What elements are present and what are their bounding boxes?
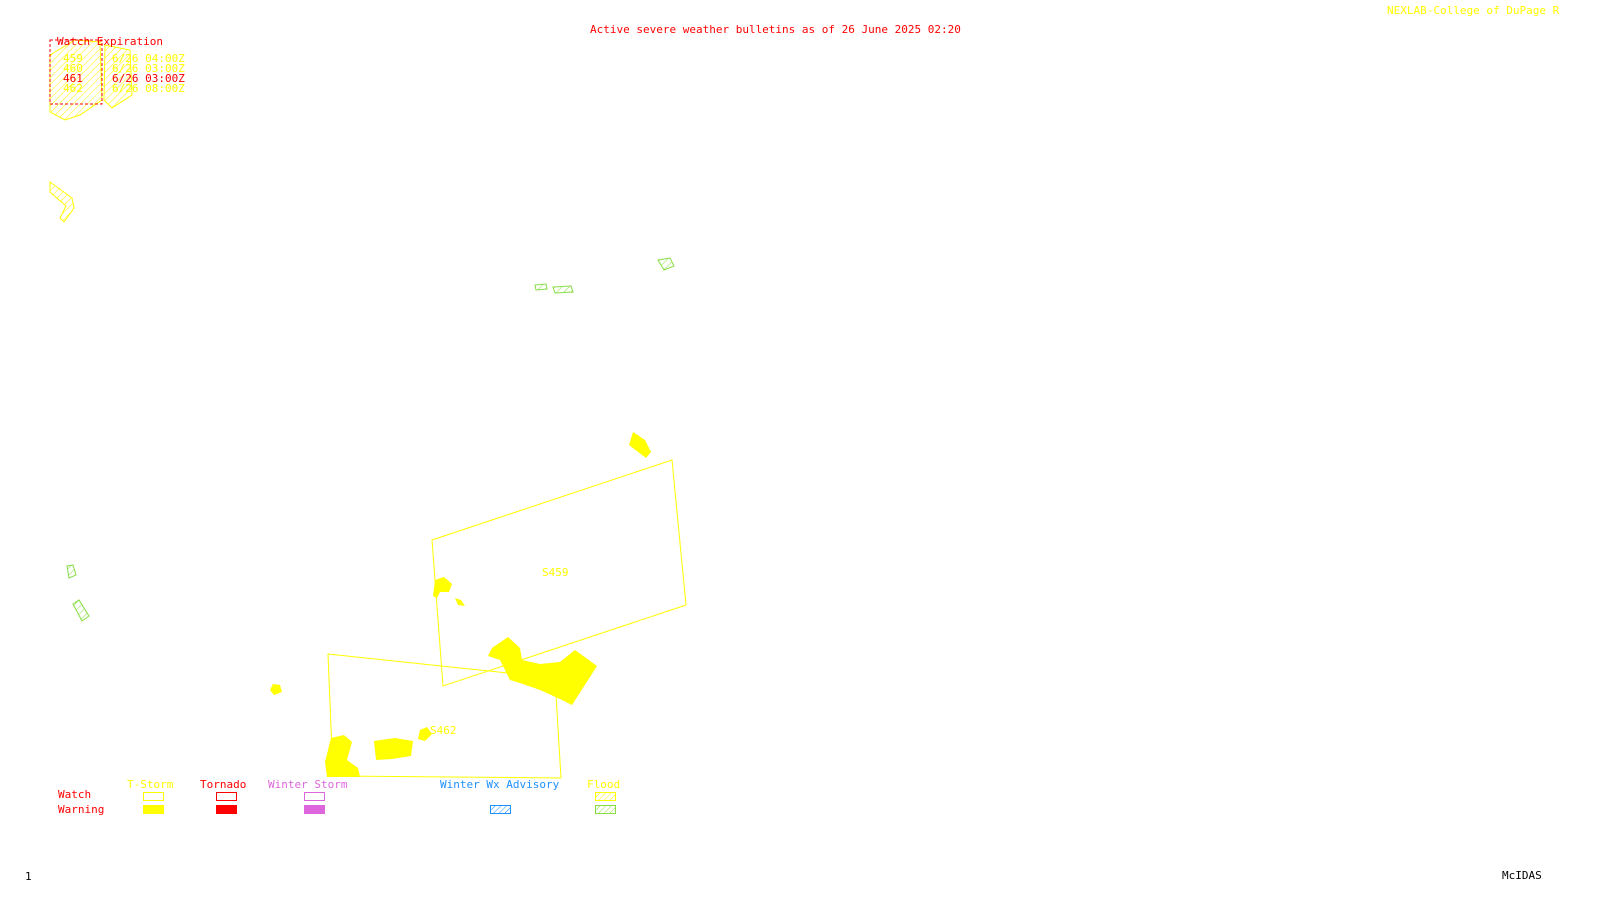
tstorm-warning-4 — [488, 637, 597, 705]
watch-462-outline — [327, 653, 562, 779]
legend-watch-swatch — [595, 792, 616, 801]
legend-watch-swatch — [143, 792, 164, 801]
watch-459-outline — [431, 459, 687, 687]
watch-id: 460 — [63, 62, 83, 75]
legend-category-label: Winter Storm — [268, 778, 348, 791]
watch-expiration-time: 6/26 04:00Z — [112, 52, 185, 65]
legend-warning-swatch — [595, 805, 616, 814]
legend-row-watch: Watch — [58, 788, 92, 801]
flood-warning-3 — [552, 285, 574, 294]
flood-warning-2 — [534, 283, 548, 291]
watch-expiration-time: 6/26 03:00Z — [112, 72, 185, 85]
watch-table-heading: Watch Expiration — [57, 35, 163, 48]
legend-category-label: T-Storm — [127, 778, 174, 791]
watch-id: 461 — [63, 72, 83, 85]
software-label: McIDAS — [1502, 869, 1542, 882]
northwest-watch-area — [49, 39, 133, 121]
tstorm-warning-7 — [374, 738, 413, 760]
tstorm-warning-2 — [433, 577, 452, 598]
tstorm-warning-1 — [629, 432, 651, 458]
tstorm-warning-5 — [270, 684, 282, 695]
tstorm-warning-8 — [418, 727, 432, 741]
watch-expiration-time: 6/26 08:00Z — [112, 82, 185, 95]
tstorm-warning-3 — [455, 598, 465, 606]
legend-row-warning: Warning — [58, 803, 105, 816]
legend-category-label: Winter Wx Advisory — [440, 778, 560, 791]
flood-warning-5 — [72, 599, 90, 622]
frame-number: 1 — [25, 870, 32, 883]
legend-warning-swatch — [143, 805, 164, 814]
watch-id: 459 — [63, 52, 83, 65]
legend-warning-swatch — [304, 805, 325, 814]
bulletin-title: Active severe weather bulletins as of 26… — [590, 23, 961, 36]
tstorm-warning-6 — [325, 735, 360, 777]
flood-warning-1 — [657, 257, 675, 271]
watch-expiration-time: 6/26 03:00Z — [112, 62, 185, 75]
legend-warning-swatch — [490, 805, 511, 814]
watch-462-label: S462 — [430, 724, 457, 737]
watch-459-label: S459 — [542, 566, 569, 579]
watch-id: 462 — [63, 82, 83, 95]
legend-watch-swatch — [216, 792, 237, 801]
legend-category-label: Tornado — [200, 778, 247, 791]
legend-category-label: Flood — [587, 778, 621, 791]
flood-warning-nw — [49, 181, 75, 223]
legend-warning-swatch — [216, 805, 237, 814]
flood-warning-4 — [66, 564, 77, 579]
source-credit: NEXLAB-College of DuPage R — [1387, 4, 1560, 17]
legend-watch-swatch — [304, 792, 325, 801]
tornado-watch-outline — [49, 39, 103, 105]
